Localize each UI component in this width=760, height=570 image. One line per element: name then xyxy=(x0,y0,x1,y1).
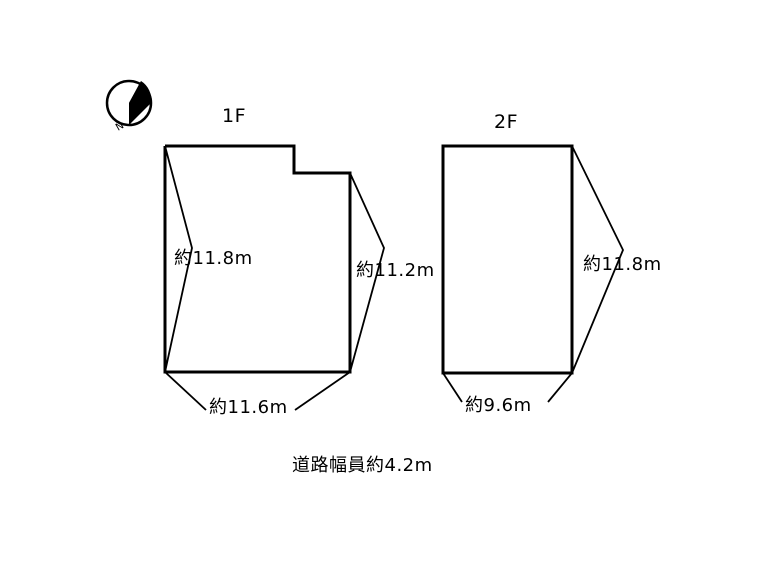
dimension-line-2f-bottom-right xyxy=(547,372,573,403)
floor-1f-title: 1F xyxy=(222,105,247,127)
dimension-line-1f-right xyxy=(349,172,385,373)
dimension-line-1f-left xyxy=(164,145,193,373)
road-width-label: 道路幅員約4.2m xyxy=(292,455,433,476)
floor-2f-right-dimension: 約11.8m xyxy=(583,254,662,275)
floor-2f-bottom-dimension: 約9.6m xyxy=(465,395,532,416)
north-label: N xyxy=(114,120,126,133)
floor-1f-left-dimension: 約11.8m xyxy=(174,248,253,269)
dimension-line-1f-bottom xyxy=(164,371,207,411)
floor-1f-right-dimension: 約11.2m xyxy=(356,260,435,281)
floor-2f-title: 2F xyxy=(494,111,519,133)
dimension-line-1f-bottom-right xyxy=(294,371,351,411)
dimension-line-2f-right xyxy=(571,145,624,374)
dimension-line-2f-bottom xyxy=(442,372,463,403)
north-arrow-icon: N xyxy=(105,79,153,134)
floor-1f-bottom-dimension: 約11.6m xyxy=(209,397,288,418)
floor-2f-outline xyxy=(441,144,574,375)
